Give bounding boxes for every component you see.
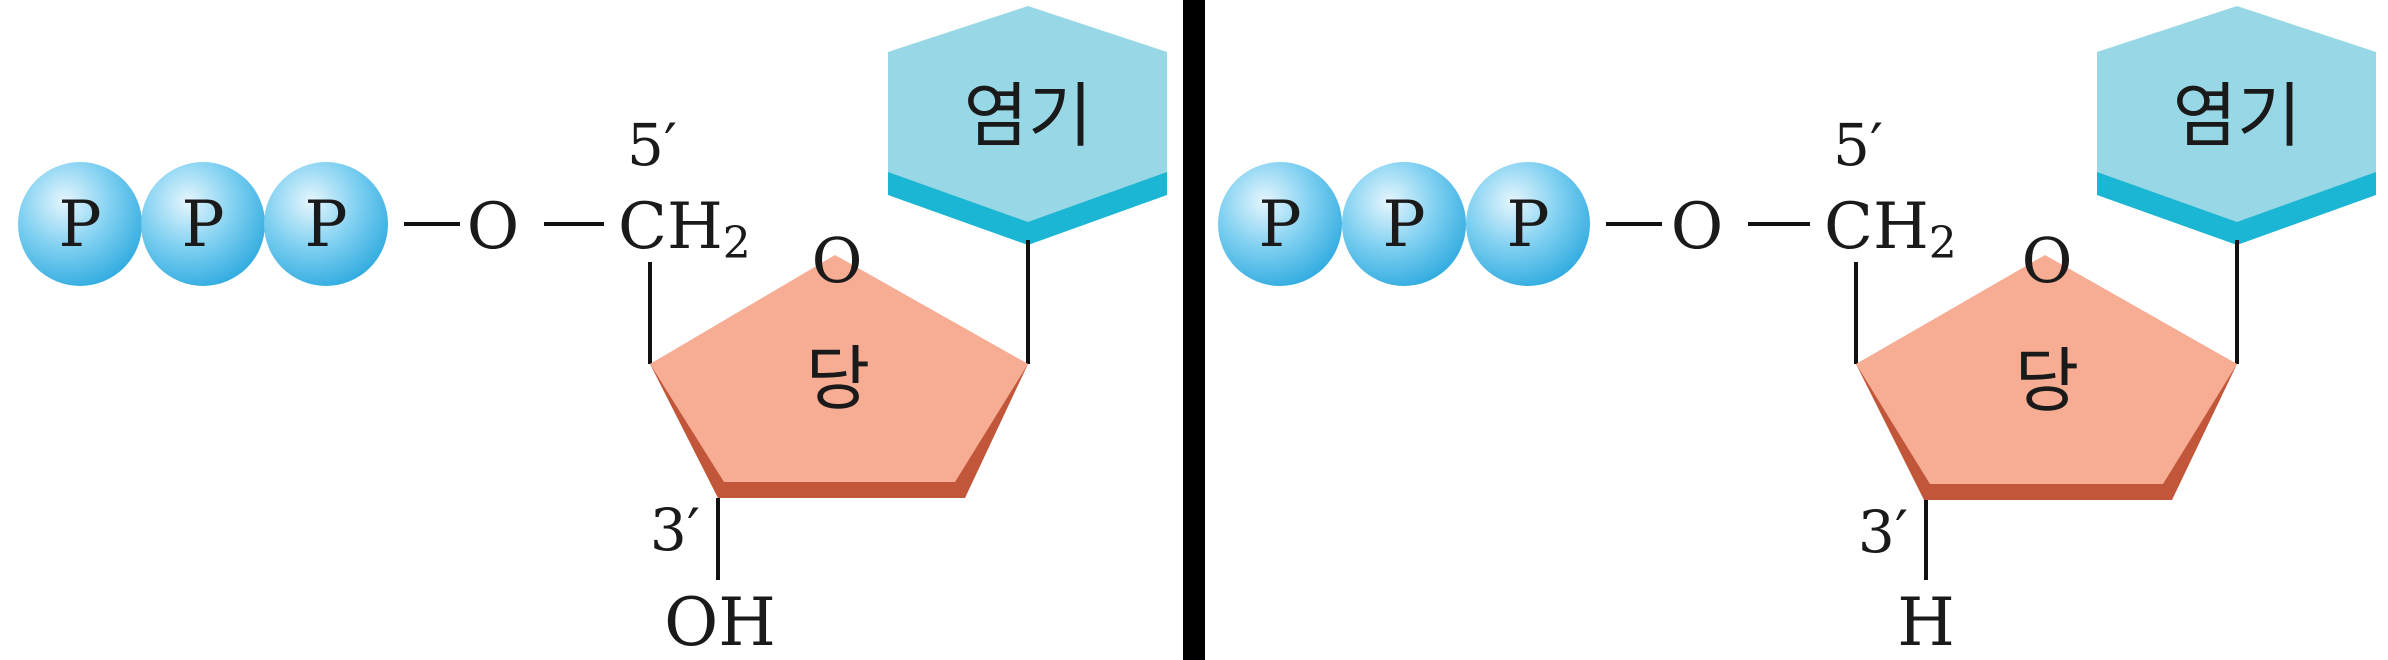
nucleotide-panel-left: P P P O 5′ CH2 염기 O 당 3′ OH bbox=[18, 6, 1167, 660]
base-label: 염기 bbox=[2173, 75, 2302, 157]
phosphate-label: P bbox=[58, 188, 101, 262]
bridge-oxygen: O bbox=[1671, 190, 1723, 264]
base-hexagon bbox=[2097, 6, 2376, 222]
phosphate-ball bbox=[1218, 162, 1342, 286]
phosphate-ball bbox=[141, 162, 265, 286]
phosphate-label: P bbox=[1258, 188, 1301, 262]
phosphate-label: P bbox=[181, 188, 224, 262]
carbon-3-label: 3′ bbox=[1858, 498, 1908, 566]
carbon-3-group: H bbox=[1897, 584, 1955, 660]
phosphate-label: P bbox=[1382, 188, 1425, 262]
phosphate-ball bbox=[264, 162, 388, 286]
carbon-5-label: 5′ bbox=[627, 111, 677, 179]
panel-divider bbox=[1183, 0, 1205, 660]
ch2-group: CH2 bbox=[618, 190, 751, 269]
ch2-subscript: 2 bbox=[723, 218, 751, 269]
ch2-subscript: 2 bbox=[1929, 218, 1957, 269]
carbon-5-label: 5′ bbox=[1833, 111, 1883, 179]
sugar-label: 당 bbox=[2015, 340, 2079, 422]
sugar-pentagon bbox=[1856, 255, 2237, 484]
ch2-group: CH2 bbox=[1824, 190, 1957, 269]
ch2-text: CH bbox=[1824, 190, 1929, 264]
phosphate-chain: P P P bbox=[18, 162, 388, 286]
phosphate-ball bbox=[1466, 162, 1590, 286]
phosphate-ball bbox=[1342, 162, 1466, 286]
bridge-oxygen: O bbox=[467, 190, 519, 264]
ring-oxygen: O bbox=[2022, 224, 2073, 297]
sugar-label: 당 bbox=[806, 338, 870, 420]
phosphate-label: P bbox=[1506, 188, 1549, 262]
base-label: 염기 bbox=[964, 75, 1093, 157]
nucleotide-panel-right: P P P O 5′ CH2 염기 O 당 3′ H bbox=[1218, 6, 2376, 660]
carbon-3-label: 3′ bbox=[650, 496, 700, 564]
carbon-3-group: OH bbox=[664, 584, 776, 660]
ch2-text: CH bbox=[618, 190, 723, 264]
phosphate-chain: P P P bbox=[1218, 162, 1590, 286]
ring-oxygen: O bbox=[812, 224, 863, 297]
sugar-pentagon bbox=[650, 255, 1028, 482]
phosphate-label: P bbox=[304, 188, 347, 262]
phosphate-ball bbox=[18, 162, 142, 286]
base-hexagon bbox=[888, 6, 1167, 222]
